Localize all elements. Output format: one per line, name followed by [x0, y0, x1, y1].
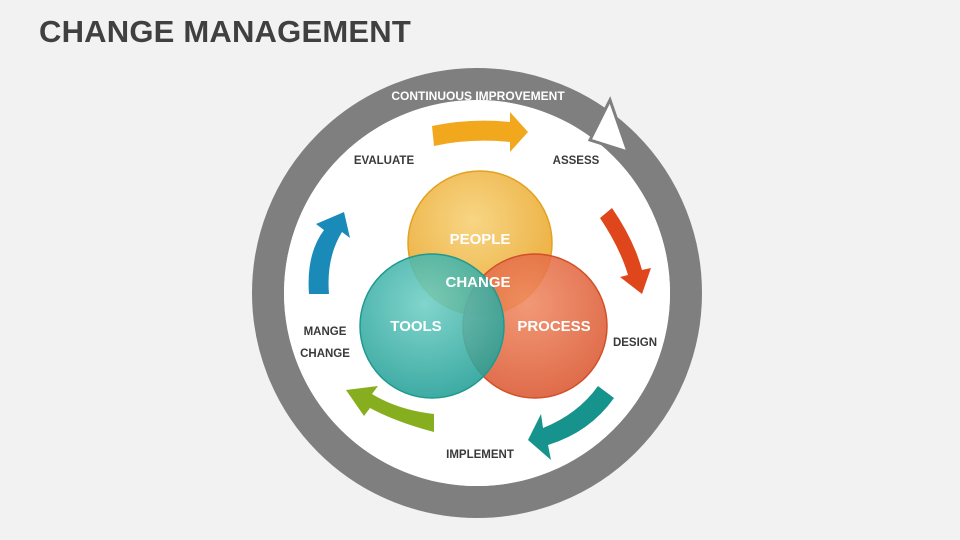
stage-label-implement: IMPLEMENT — [446, 449, 514, 461]
venn-circle-tools — [359, 253, 505, 399]
continuous-improvement-ring — [252, 68, 702, 518]
arrow-to-assess — [432, 112, 528, 152]
arrow-to-manage-change — [346, 386, 434, 432]
venn-label-tools: TOOLS — [390, 318, 441, 335]
stage-label-evaluate: EVALUATE — [354, 155, 415, 167]
venn-label-people: PEOPLE — [450, 231, 511, 248]
venn-label-process: PROCESS — [517, 318, 590, 335]
arrow-to-evaluate — [308, 212, 350, 294]
stage-label-manage-change-line1: MANGE — [304, 326, 347, 338]
page-title: CHANGE MANAGEMENT — [39, 14, 411, 49]
stage-label-design: DESIGN — [613, 337, 657, 349]
arrow-to-design — [600, 208, 651, 294]
venn-label-center: CHANGE — [445, 274, 510, 291]
stage-label-assess: ASSESS — [553, 155, 600, 167]
stage-label-manage-change-line2: CHANGE — [300, 348, 350, 360]
ring-label: CONTINUOUS IMPROVEMENT — [391, 89, 565, 103]
ring-arrowhead — [587, 96, 631, 155]
arrow-to-implement — [528, 386, 614, 460]
